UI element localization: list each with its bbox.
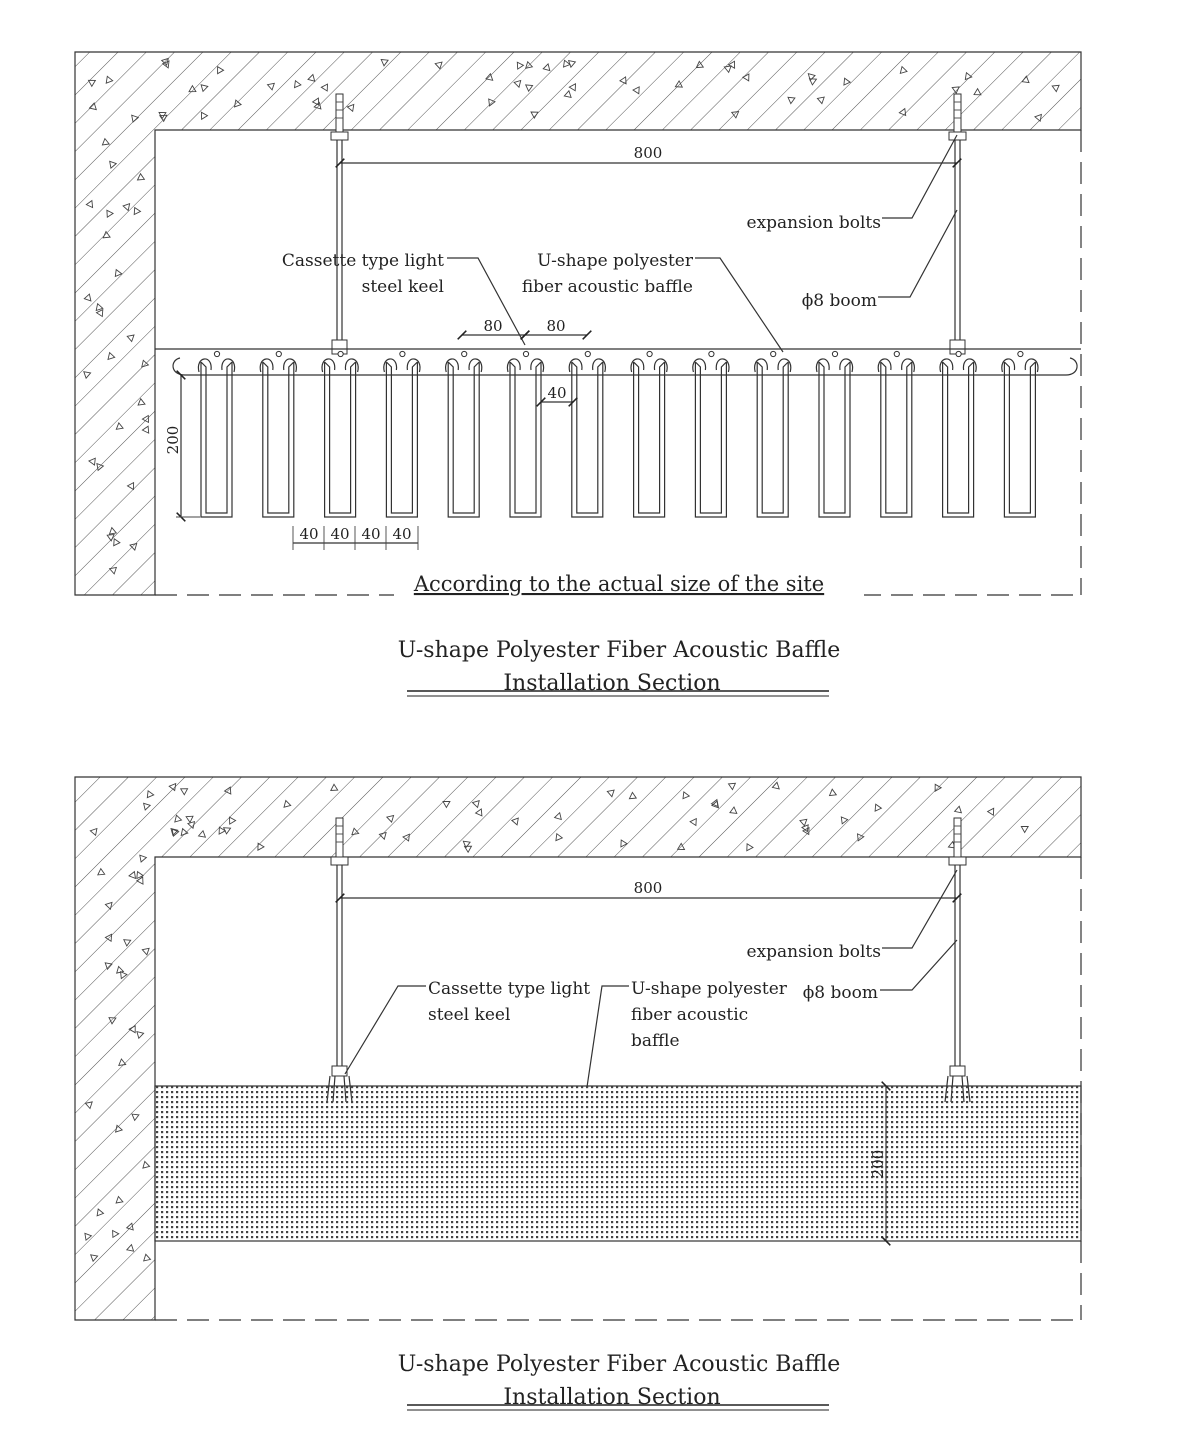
boom-left-2	[326, 817, 353, 1103]
u-baffle	[506, 350, 545, 518]
label-keel-line2-2: steel keel	[428, 1005, 510, 1025]
u-baffle	[445, 350, 483, 518]
label-boom-2: ϕ8 boom	[803, 983, 878, 1003]
title-2-line1: U-shape Polyester Fiber Acoustic Baffle	[398, 1352, 841, 1377]
leader-baffle	[695, 257, 784, 353]
dimension-800: 800	[634, 144, 663, 162]
u-baffle	[815, 350, 854, 518]
label-baffle-line2: fiber acoustic baffle	[522, 277, 693, 297]
u-baffle	[754, 350, 792, 518]
u-baffle	[939, 350, 977, 518]
u-baffle	[692, 350, 730, 518]
label-keel-line2: steel keel	[362, 277, 444, 297]
dimension-40-4: 40	[392, 525, 411, 543]
label-boom: ϕ8 boom	[802, 291, 877, 311]
dimension-800-2: 800	[634, 879, 663, 897]
dimension-40-1: 40	[299, 525, 318, 543]
leader-baffle-2	[586, 985, 629, 1088]
label-baffle-line3-2: baffle	[631, 1031, 680, 1051]
ceiling-slab-2	[74, 776, 1082, 1321]
title-2-line2: Installation Section	[503, 1385, 720, 1410]
dimension-200-2: 200	[869, 1150, 887, 1179]
label-baffle-line1: U-shape polyester	[537, 251, 694, 271]
u-baffle	[1001, 350, 1039, 518]
u-baffle	[383, 350, 421, 518]
note-site-size: According to the actual size of the site	[413, 572, 824, 596]
u-baffle	[877, 350, 915, 518]
u-baffle	[630, 350, 668, 518]
dimension-40-2: 40	[330, 525, 349, 543]
boom-left	[330, 93, 349, 355]
label-keel-line1: Cassette type light	[282, 251, 444, 271]
u-baffle	[321, 350, 359, 518]
baffle-row	[197, 350, 1039, 518]
title-1-line2: Installation Section	[503, 671, 720, 696]
leader-expansion-bolts	[882, 134, 958, 219]
dimension-80-b: 80	[546, 317, 565, 335]
u-baffle	[568, 350, 606, 518]
label-keel-line1-2: Cassette type light	[428, 979, 590, 999]
acoustic-baffle-panel	[154, 1085, 1082, 1242]
drawing-1: 800 expansion bolts ϕ8 boom Cassette typ…	[74, 51, 1082, 697]
leader-boom	[878, 209, 958, 298]
label-baffle-line2-2: fiber acoustic	[631, 1005, 748, 1025]
label-expansion-bolts: expansion bolts	[747, 213, 881, 233]
label-baffle-line1-2: U-shape polyester	[631, 979, 788, 999]
label-expansion-bolts-2: expansion bolts	[747, 942, 881, 962]
boom-right-2	[944, 817, 971, 1103]
drawing-2: 800 expansion bolts ϕ8 boom Cassette typ…	[74, 776, 1082, 1411]
leader-keel-2	[344, 985, 426, 1075]
dimension-80-a: 80	[483, 317, 502, 335]
leader-expansion-bolts-2	[882, 869, 958, 949]
dimension-40-gap: 40	[547, 384, 566, 402]
leader-boom-2	[880, 939, 958, 991]
boom-right	[948, 93, 967, 355]
leader-keel	[447, 257, 526, 346]
dimension-bottom-40s: 40 40 40 40	[292, 525, 419, 550]
title-1-line1: U-shape Polyester Fiber Acoustic Baffle	[398, 638, 841, 663]
dimension-40-3: 40	[361, 525, 380, 543]
u-baffle	[259, 350, 297, 518]
ceiling-slab	[74, 51, 1082, 596]
u-baffle	[197, 350, 236, 518]
dimension-200: 200	[164, 426, 182, 455]
